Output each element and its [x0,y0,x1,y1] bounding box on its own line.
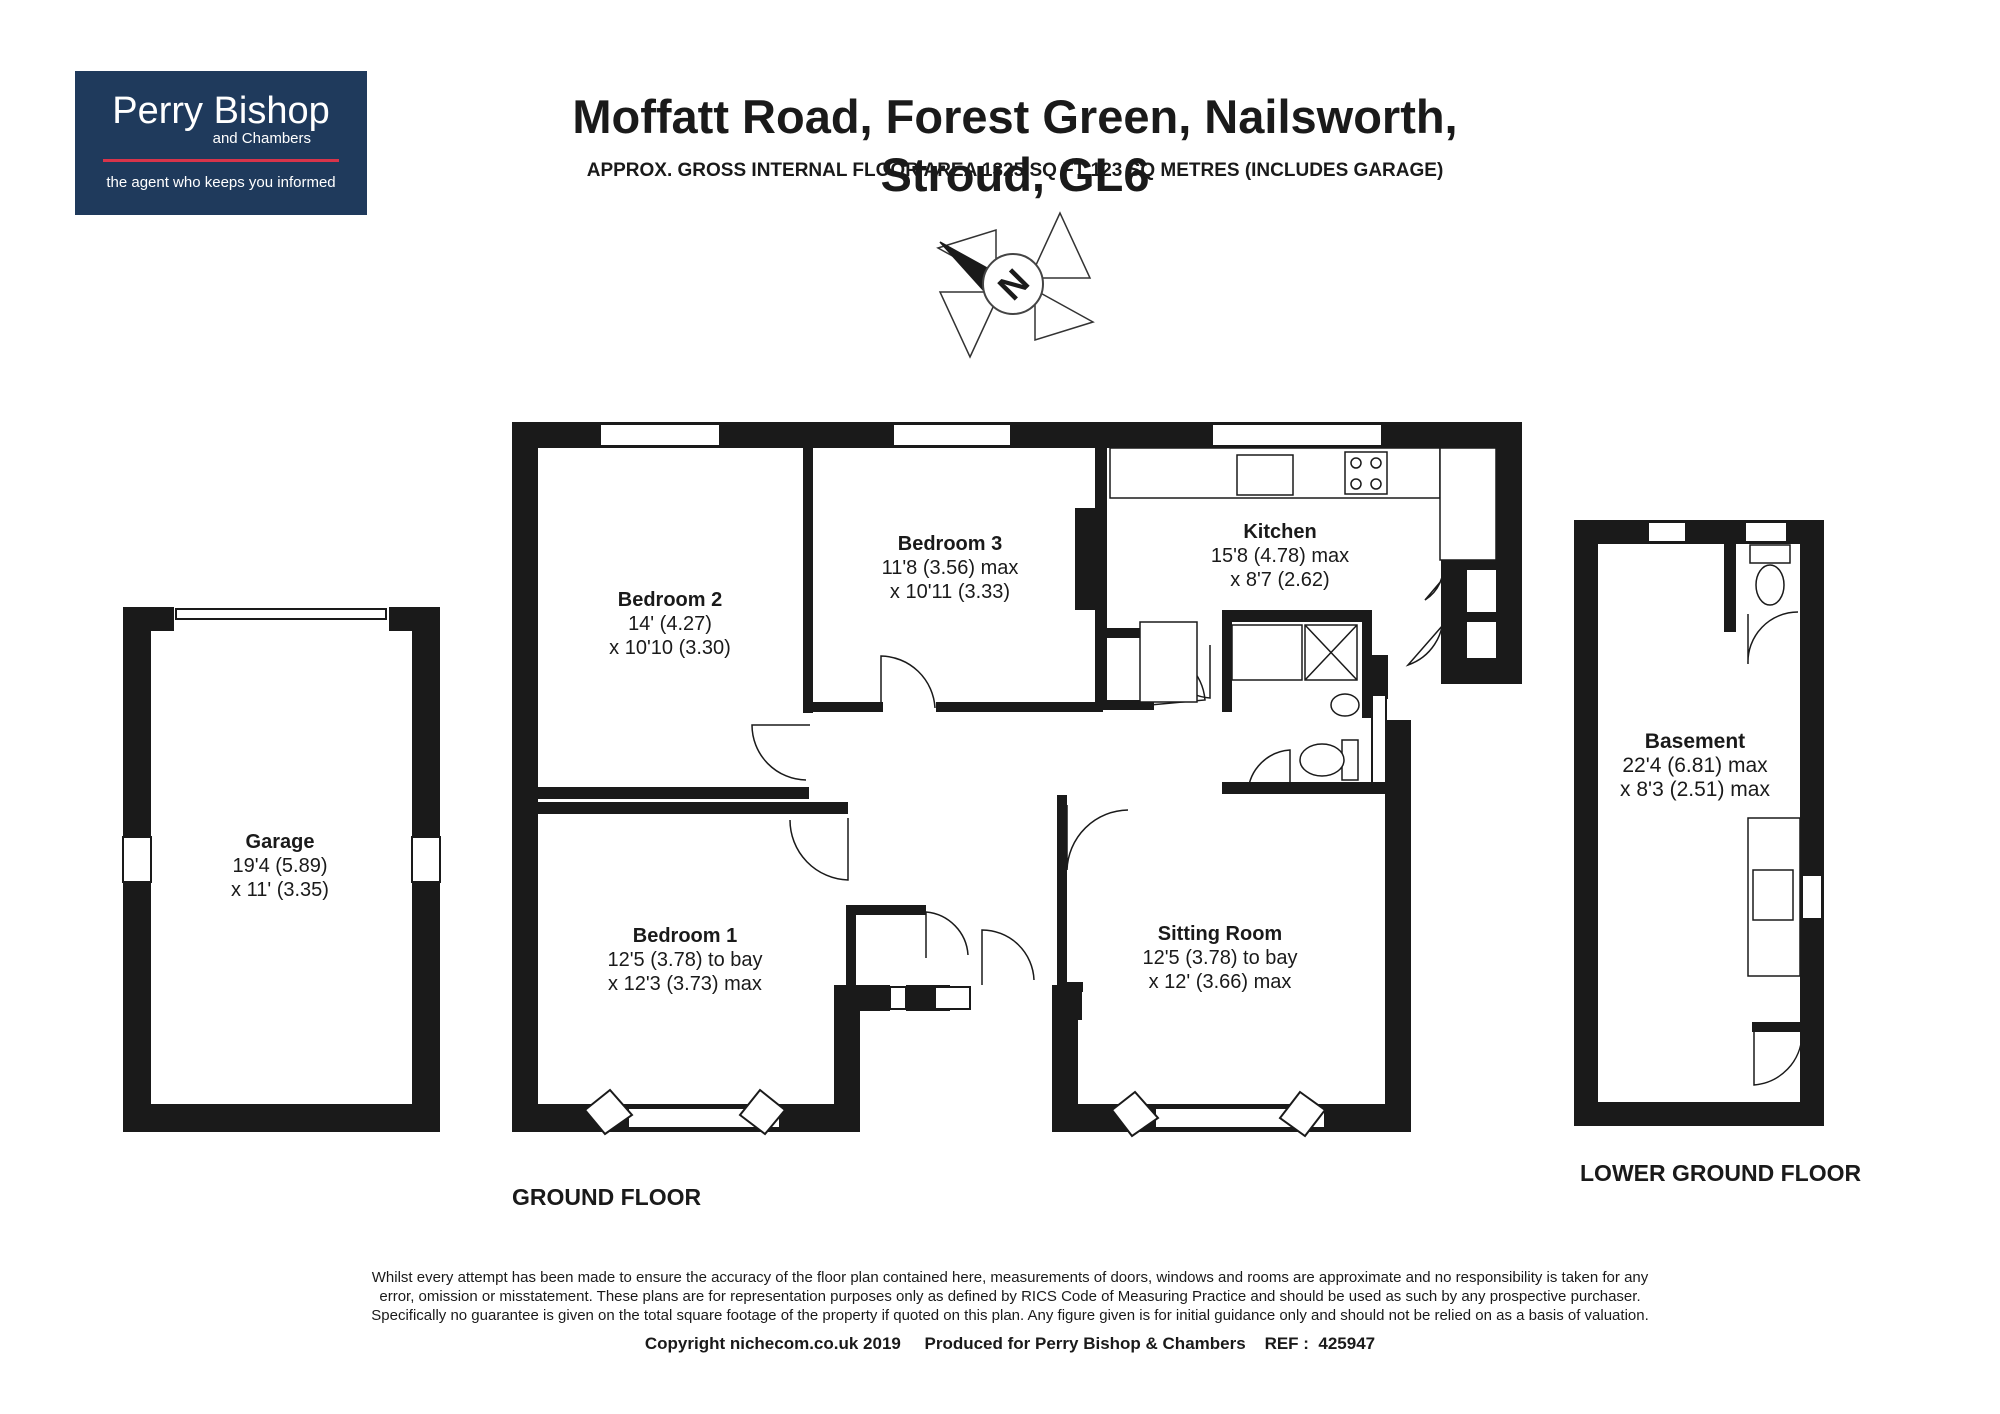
room-dimension: 19'4 (5.89) [232,855,328,877]
room-name: Kitchen [1243,521,1317,543]
room-dimension: x 11' (3.35) [231,879,329,901]
ground-floor-label: GROUND FLOOR [512,1184,702,1210]
floor-area-subtitle: APPROX. GROSS INTERNAL FLOOR AREA 1325 S… [586,160,1444,181]
room-dimension: 12'5 (3.78) to bay [1142,947,1298,969]
room-name: Sitting Room [1157,923,1283,945]
page-title: Moffatt Road, Forest Green, Nailsworth, … [572,90,1458,201]
lower-ground-floor-label: LOWER GROUND FLOOR [1580,1160,1862,1186]
room-bedroom-3: Bedroom 3 11'8 (3.56) max x 10'11 (3.33) [840,532,1060,604]
room-dimension: 22'4 (6.81) max [1622,754,1768,777]
logo-sub: and Chambers [212,130,311,147]
fittings [1109,447,1801,977]
room-kitchen: Kitchen 15'8 (4.78) max x 8'7 (2.62) [1170,520,1390,592]
disclaimer-line: Whilst every attempt has been made to en… [371,1269,1649,1286]
disclaimer-line: Specifically no guarantee is given on th… [371,1307,1649,1324]
room-dimension: x 12' (3.66) max [1148,971,1292,993]
room-dimension: x 12'3 (3.73) max [608,973,762,995]
logo-rule [103,159,339,162]
room-name: Bedroom 2 [617,589,723,611]
logo-brand: Perry Bishop [112,90,330,132]
bay-windows [583,1088,1327,1138]
agent-logo: Perry Bishop and Chambers the agent who … [75,71,367,215]
room-dimension: 12'5 (3.78) to bay [607,949,763,971]
room-basement: Basement 22'4 (6.81) max x 8'3 (2.51) ma… [1585,730,1805,802]
room-bedroom-1: Bedroom 1 12'5 (3.78) to bay x 12'3 (3.7… [575,924,795,996]
compass-icon: N [936,211,1095,359]
disclaimer-line: error, omission or misstatement. These p… [379,1288,1641,1305]
room-name: Basement [1644,730,1746,753]
copyright: Copyright nichecom.co.uk 2019 Produced f… [644,1334,1376,1353]
room-name: Bedroom 3 [897,533,1003,555]
logo-tagline: the agent who keeps you informed [106,174,336,191]
room-dimension: x 10'10 (3.30) [609,637,731,659]
room-dimension: 14' (4.27) [628,613,712,635]
room-dimension: x 10'11 (3.33) [889,581,1011,603]
room-bedroom-2: Bedroom 2 14' (4.27) x 10'10 (3.30) [560,588,780,660]
room-name: Garage [245,831,315,853]
windows [122,423,1823,1129]
walls [123,422,1824,1132]
room-dimension: 15'8 (4.78) max [1210,545,1350,567]
room-sitting-room: Sitting Room 12'5 (3.78) to bay x 12' (3… [1100,922,1340,994]
room-name: Bedroom 1 [632,925,738,947]
disclaimer: Whilst every attempt has been made to en… [250,1268,1770,1325]
room-dimension: x 8'7 (2.62) [1230,569,1330,591]
room-dimension: x 8'3 (2.51) max [1620,778,1770,801]
room-dimension: 11'8 (3.56) max [881,557,1019,579]
room-garage: Garage 19'4 (5.89) x 11' (3.35) [180,830,380,902]
